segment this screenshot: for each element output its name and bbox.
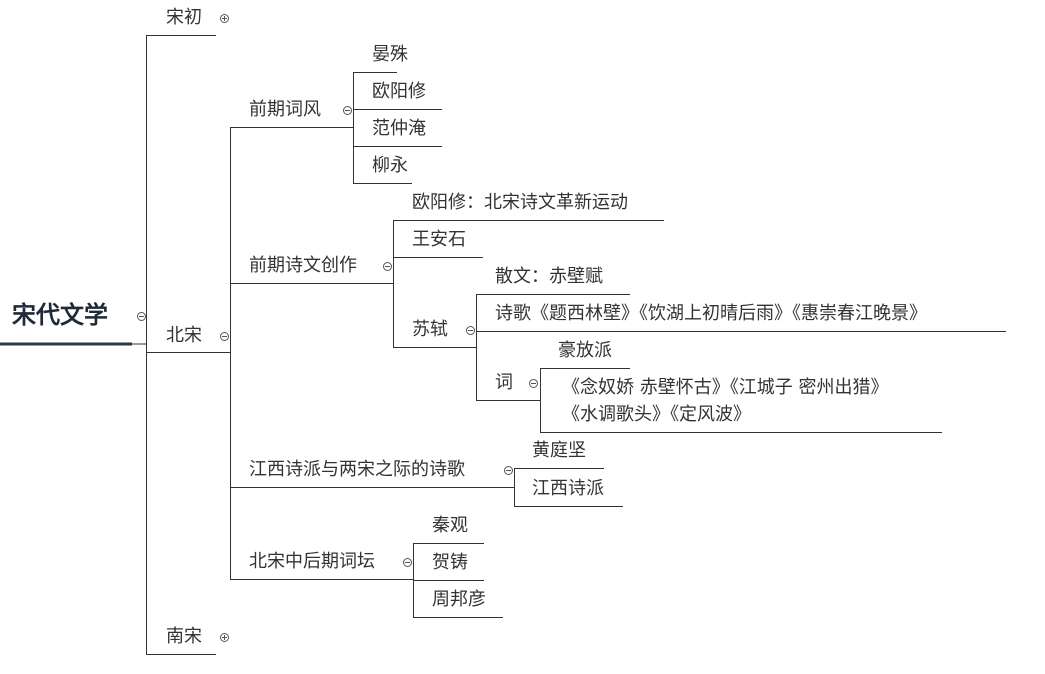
- topic-sanwen[interactable]: 散文：赤壁赋: [495, 266, 603, 287]
- topic-bei-song[interactable]: 北宋: [166, 325, 202, 346]
- topic-liuyong[interactable]: 柳永: [372, 155, 408, 176]
- topic-ci[interactable]: 词: [495, 372, 513, 393]
- topic-fanzhongyan[interactable]: 范仲淹: [372, 118, 426, 139]
- topic-jiangxi[interactable]: 江西诗派与两宋之际的诗歌: [249, 459, 465, 480]
- topic-jiangxi-shipai[interactable]: 江西诗派: [532, 478, 604, 499]
- topic-qianqi-shiwen[interactable]: 前期诗文创作: [249, 255, 357, 276]
- topic-ouyangxiu-gexin[interactable]: 欧阳修：北宋诗文革新运动: [412, 192, 628, 213]
- collapse-toggle-icon[interactable]: [383, 262, 392, 271]
- topic-zhonghouqi[interactable]: 北宋中后期词坛: [249, 551, 375, 572]
- collapse-toggle-icon[interactable]: [343, 106, 352, 115]
- collapse-toggle-icon[interactable]: [137, 312, 146, 321]
- expand-toggle-icon[interactable]: [220, 633, 229, 642]
- topic-huangtingjian[interactable]: 黄庭坚: [532, 440, 586, 461]
- root-topic[interactable]: 宋代文学: [12, 301, 108, 329]
- topic-song-chu[interactable]: 宋初: [166, 7, 202, 28]
- collapse-toggle-icon[interactable]: [504, 466, 513, 475]
- topic-ci-works-line2[interactable]: 《水调歌头》《定风波》: [562, 404, 751, 425]
- topic-sushi[interactable]: 苏轼: [412, 319, 448, 340]
- topic-ouyangxiu[interactable]: 欧阳修: [372, 81, 426, 102]
- topic-yanshu[interactable]: 晏殊: [372, 44, 408, 65]
- topic-zhoubangyan[interactable]: 周邦彦: [432, 589, 486, 610]
- topic-wanganshi[interactable]: 王安石: [412, 229, 466, 250]
- expand-toggle-icon[interactable]: [220, 14, 229, 23]
- collapse-toggle-icon[interactable]: [220, 332, 229, 341]
- topic-qinguan[interactable]: 秦观: [432, 515, 468, 536]
- collapse-toggle-icon[interactable]: [466, 326, 475, 335]
- collapse-toggle-icon[interactable]: [529, 379, 538, 388]
- collapse-toggle-icon[interactable]: [403, 558, 412, 567]
- topic-nan-song[interactable]: 南宋: [166, 626, 202, 647]
- topic-ci-works-line1[interactable]: 《念奴娇 赤壁怀古》《江城子 密州出猎》: [562, 377, 889, 398]
- topic-hezhu[interactable]: 贺铸: [432, 552, 468, 573]
- topic-shige[interactable]: 诗歌《题西林壁》《饮湖上初晴后雨》《惠崇春江晚景》: [495, 303, 927, 324]
- topic-qianqi-cifeng[interactable]: 前期词风: [249, 99, 321, 120]
- topic-haofang[interactable]: 豪放派: [558, 340, 612, 361]
